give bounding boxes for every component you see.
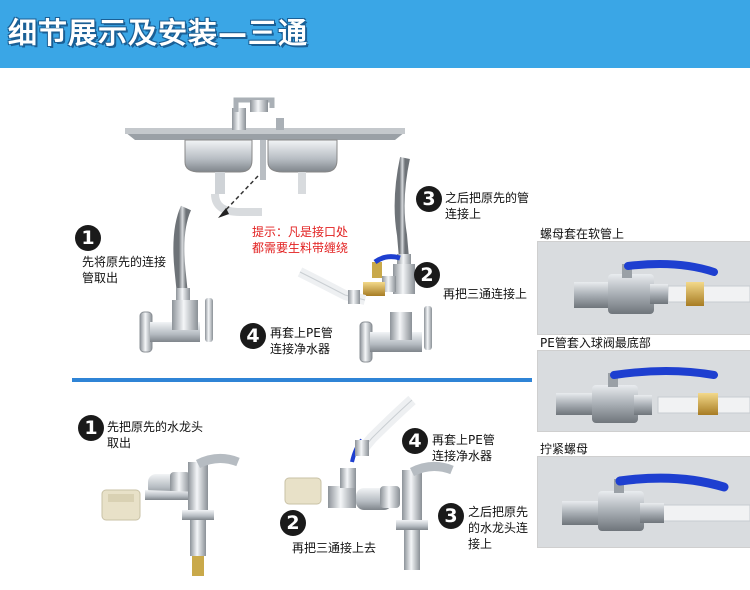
top-step1-line1: 先将原先的连接 [82,255,167,269]
top-step3-line1: 之后把原先的管 [445,191,530,205]
bottom-step-3-badge: 3 [438,503,464,529]
photo-caption-2: PE管套入球阀最底部 [540,336,651,350]
step-4-badge: 4 [240,323,266,349]
bottom-step1-line2: 取出 [107,436,132,450]
top-step3-line2: 连接上 [445,207,482,221]
step-2-badge: 2 [414,262,440,288]
step-1-badge: 1 [75,225,101,251]
faucet-illustration [101,454,240,576]
sink-illustration [125,97,405,218]
bottom-step3-line2: 的水龙头连 [468,521,529,535]
tee-with-hose [297,156,415,305]
top-step4-line2: 连接净水器 [270,342,331,356]
photo-tighten-nut [537,456,750,548]
angle-valve-with-hose [139,205,213,353]
angle-valve-with-tee [359,306,432,363]
photo-caption-1: 螺母套在软管上 [540,227,625,241]
bottom-step3-line3: 接上 [468,537,493,551]
faucet-with-tee-illustration [284,395,454,570]
bottom-step-2-badge: 2 [280,510,306,536]
top-step1-line2: 管取出 [82,271,119,285]
bottom-step-4-badge: 4 [402,428,428,454]
top-step4-line1: 再套上PE管 [270,326,333,340]
bottom-step3-line1: 之后把原先 [468,505,529,519]
step-3-badge: 3 [416,186,442,212]
bottom-step4-line2: 连接净水器 [432,449,493,463]
bottom-step2-line1: 再把三通接上去 [292,541,377,555]
photo-nut-on-hose [537,241,750,335]
top-step2-line1: 再把三通连接上 [443,287,528,301]
photo-caption-3: 拧紧螺母 [540,442,589,456]
page-title: 细节展示及安装—三通 [8,16,309,50]
section-divider [72,378,532,382]
hint-text-line2: 都需要生料带缠绕 [252,241,349,255]
title-banner: 细节展示及安装—三通 [0,0,750,68]
photo-pe-pipe-in-valve [537,350,750,432]
bottom-step4-line1: 再套上PE管 [432,433,495,447]
bottom-step1-line1: 先把原先的水龙头 [107,420,204,434]
bottom-step-1-badge: 1 [78,415,104,441]
hint-text-line1: 提示：凡是接口处 [252,225,349,239]
